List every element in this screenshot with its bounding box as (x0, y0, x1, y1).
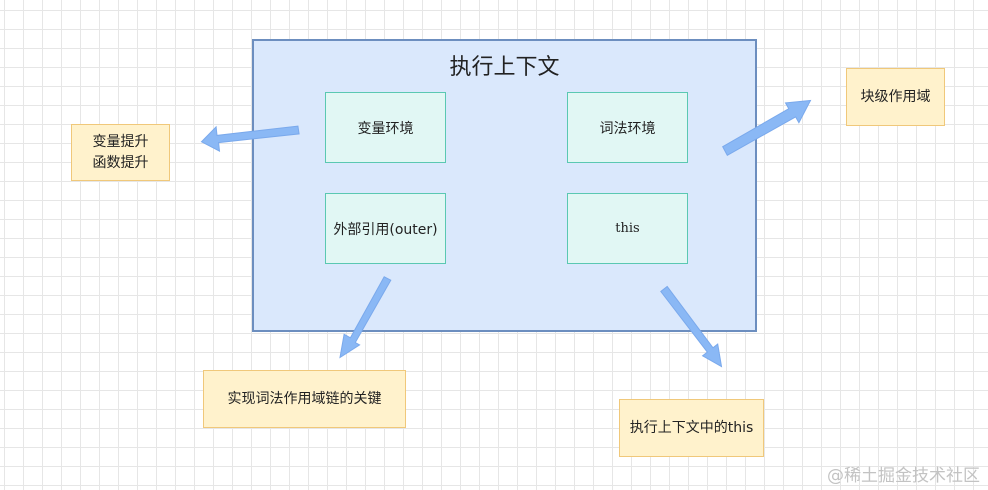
lexical-environment-label: 词法环境 (599, 120, 656, 137)
scope-chain-label: 实现词法作用域链的关键 (227, 390, 382, 407)
block-scope-label: 块级作用域 (860, 88, 931, 105)
execution-context-box (252, 39, 757, 332)
variable-environment-node: 变量环境 (325, 92, 446, 163)
hoisting-note-line2: 函数提升 (92, 154, 149, 171)
outer-reference-node: 外部引用(outer) (325, 193, 446, 264)
execution-context-title: 执行上下文 (449, 55, 560, 80)
this-node: this (567, 193, 688, 264)
scope-chain-note: 实现词法作用域链的关键 (203, 370, 406, 428)
this-in-context-note: 执行上下文中的this (619, 399, 764, 457)
lexical-environment-node: 词法环境 (567, 92, 688, 163)
hoisting-note-line1: 变量提升 (92, 134, 149, 151)
block-scope-note: 块级作用域 (846, 68, 945, 126)
this-label: this (615, 221, 640, 236)
this-in-context-label: 执行上下文中的this (629, 419, 754, 436)
variable-environment-label: 变量环境 (357, 120, 414, 137)
watermark: @稀土掘金技术社区 (827, 466, 980, 486)
hoisting-note: 变量提升 函数提升 (71, 124, 170, 181)
outer-reference-label: 外部引用(outer) (333, 221, 438, 238)
